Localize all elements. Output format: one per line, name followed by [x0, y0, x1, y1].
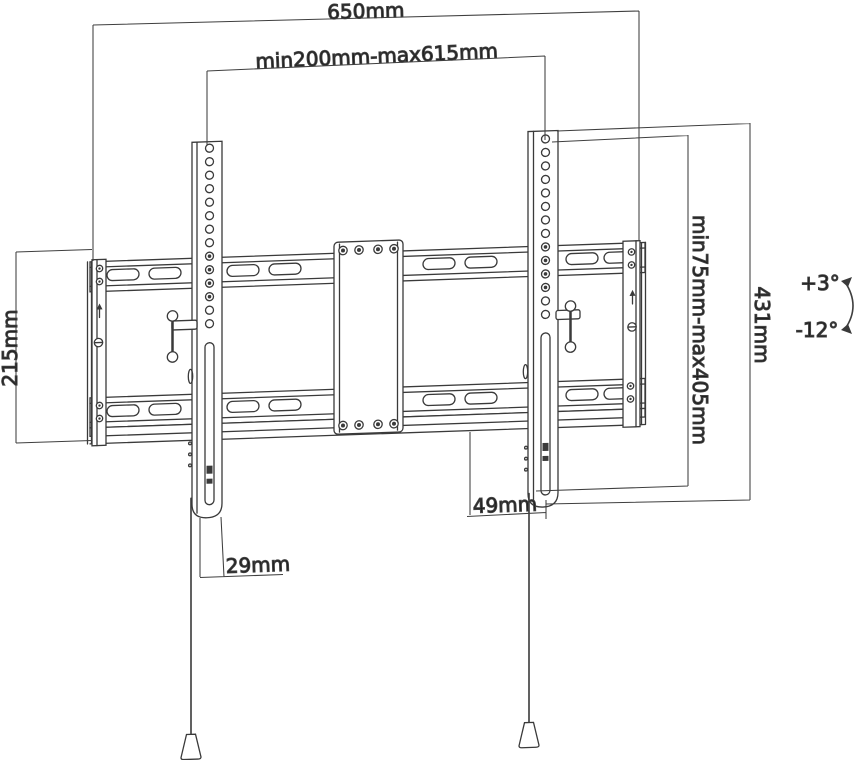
- left-lock-lever: [166, 310, 198, 363]
- dim-bracket-length-label: 431mm: [750, 286, 774, 363]
- left-bracket-slot: [204, 342, 215, 506]
- dim-total-width: 650mm: [92, 0, 640, 261]
- dim-profile-depth-label: 29mm: [225, 552, 290, 578]
- left-tv-bracket: [166, 140, 223, 519]
- right-tv-bracket: [522, 129, 581, 508]
- dim-bracket-length: 431mm: [545, 122, 775, 505]
- dim-plate-height-label: 215mm: [0, 309, 22, 386]
- mount-drawing: [86, 129, 647, 760]
- right-bracket-holes: [540, 134, 551, 320]
- dim-width-range: min200mm-max615mm: [206, 38, 546, 145]
- dim-height-range-label: min75mm-max405mm: [688, 215, 712, 445]
- right-pull-handle: [518, 721, 540, 749]
- dimensions: 650mm min200mm-max615mm 215mm min75mm-ma…: [0, 0, 854, 579]
- right-lock-lever: [555, 300, 581, 353]
- tilt-up-label: +3°: [800, 271, 839, 295]
- up-arrow-icon: [629, 289, 636, 305]
- right-pull-cord: [518, 492, 540, 749]
- right-end-bracket: [622, 239, 647, 428]
- dim-total-width-label: 650mm: [327, 0, 405, 24]
- left-end-bracket: [86, 258, 107, 447]
- left-pull-handle: [180, 733, 202, 760]
- dim-bottom-overhang: 49mm: [466, 432, 547, 519]
- dim-profile-depth: 29mm: [199, 516, 291, 579]
- up-arrow-icon: [96, 303, 103, 319]
- center-plate-bolts: [338, 243, 399, 431]
- tilt-down-label: -12°: [796, 318, 839, 342]
- dim-height-range: min75mm-max405mm: [535, 134, 713, 492]
- dim-bottom-overhang-label: 49mm: [472, 492, 537, 518]
- tilt-range-indicator: +3° -12°: [795, 270, 854, 343]
- left-bracket-holes: [204, 143, 215, 329]
- dim-plate-height: 215mm: [0, 248, 93, 444]
- dim-width-range-label: min200mm-max615mm: [255, 39, 499, 74]
- left-pull-cord: [180, 497, 202, 760]
- center-plate: [333, 239, 404, 435]
- right-bracket-slot: [540, 332, 551, 496]
- tilt-arc-arrow-icon: [844, 281, 854, 330]
